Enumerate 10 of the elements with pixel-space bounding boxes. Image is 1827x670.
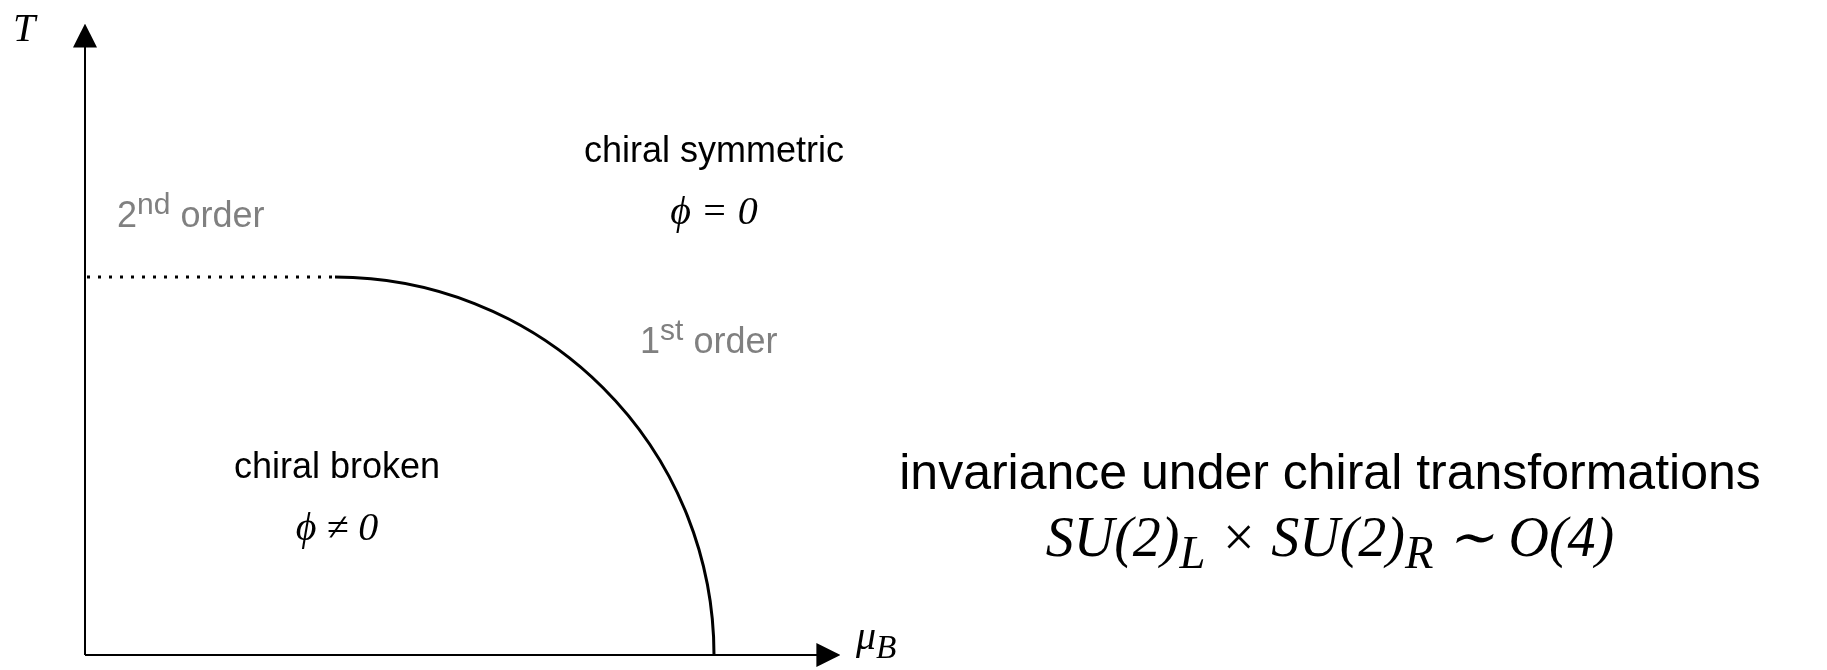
- axis-label: μ$_{B}$: [856, 614, 897, 666]
- region-label: chiral broken: [233, 446, 441, 486]
- symmetry-formula: SU(2)$_{L}$ × SU(2)$_{R}$ ∼ O(4): [1045, 507, 1615, 579]
- order-parameter: ϕ ≠ 0: [295, 505, 379, 549]
- region-label: chiral symmetric: [584, 130, 844, 170]
- transition-label: 2$^{nd}$ order: [117, 187, 265, 235]
- axis-label: T: [12, 6, 36, 50]
- order-parameter: ϕ = 0: [670, 189, 758, 233]
- transition-label: 1$^{st}$ order: [640, 313, 778, 361]
- note-text: invariance under chiral transformations: [899, 444, 1761, 500]
